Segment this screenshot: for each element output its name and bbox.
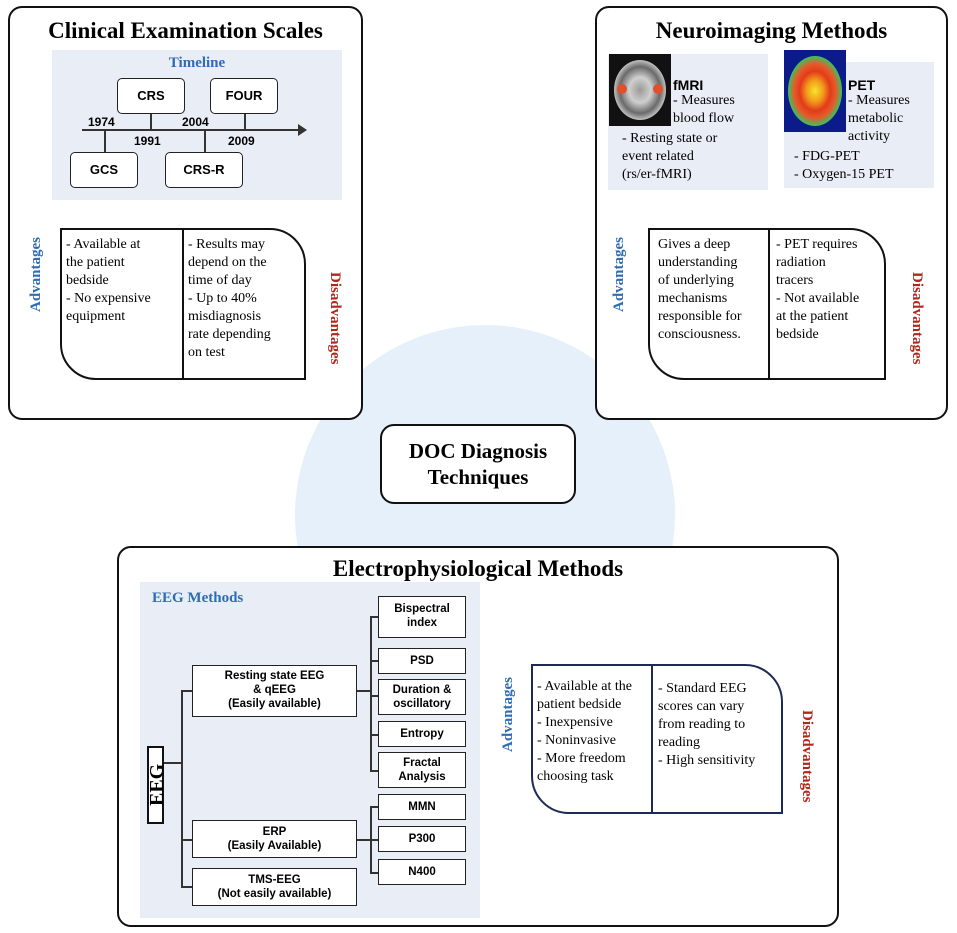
eeg-methods-title: EEG Methods	[152, 590, 244, 606]
connector	[163, 762, 181, 764]
year-label: 2004	[182, 115, 209, 129]
connector	[181, 690, 183, 886]
pet-subtypes: - FDG-PET- Oxygen-15 PET	[794, 149, 894, 182]
branch-erp: ERP(Easily Available)	[192, 820, 357, 858]
center-title-box: DOC Diagnosis Techniques	[380, 424, 576, 504]
connector	[181, 886, 193, 888]
eeg-root: EEG	[146, 746, 168, 824]
timeline-arrowhead	[298, 124, 307, 136]
divider	[768, 228, 770, 380]
panel-title: Electrophysiological Methods	[332, 556, 624, 581]
timeline-axis	[82, 129, 300, 131]
year-label: 2009	[228, 134, 255, 148]
timeline-event-four: FOUR	[210, 78, 278, 114]
branch-resting-state: Resting state EEG& qEEG(Easily available…	[192, 665, 357, 717]
method-entropy: Entropy	[378, 721, 466, 747]
connector	[370, 770, 380, 772]
method-n400: N400	[378, 859, 466, 885]
connector	[370, 839, 380, 841]
pros-cons-box	[648, 228, 886, 380]
method-duration-oscillatory: Duration &oscillatory	[378, 679, 466, 715]
center-title-line1: DOC Diagnosis	[408, 439, 548, 463]
timeline-title: Timeline	[168, 55, 226, 71]
connector	[370, 660, 380, 662]
divider	[182, 228, 184, 380]
center-title-line2: Techniques	[427, 465, 529, 489]
advantages-label: Advantages	[28, 236, 44, 312]
connector	[204, 130, 206, 152]
connector	[356, 690, 370, 692]
advantages-label: Advantages	[611, 236, 627, 312]
connector	[370, 695, 380, 697]
pet-title: PET	[848, 77, 876, 93]
method-mmn: MMN	[378, 794, 466, 820]
year-label: 1991	[134, 134, 161, 148]
connector	[370, 616, 380, 618]
timeline-event-crs: CRS	[117, 78, 185, 114]
connector	[370, 806, 380, 808]
method-p300: P300	[378, 826, 466, 852]
method-psd: PSD	[378, 648, 466, 674]
connector	[370, 616, 372, 770]
divider	[651, 664, 653, 814]
connector	[356, 839, 370, 841]
connector	[181, 839, 193, 841]
disadvantages-label: Disadvantages	[327, 272, 343, 365]
year-label: 1974	[88, 115, 115, 129]
panel-title: Clinical Examination Scales	[48, 18, 323, 43]
connector	[370, 872, 380, 874]
connector	[150, 113, 152, 130]
advantages-label: Advantages	[500, 676, 516, 752]
disadvantages-label: Disadvantages	[799, 710, 815, 803]
fmri-brain-image	[609, 54, 671, 126]
connector	[370, 734, 380, 736]
connector	[104, 130, 106, 152]
connector	[244, 113, 246, 130]
timeline-event-gcs: GCS	[70, 152, 138, 188]
branch-tms-eeg: TMS-EEG(Not easily available)	[192, 868, 357, 906]
connector	[181, 690, 193, 692]
fmri-title: fMRI	[673, 77, 704, 93]
pet-brain-image	[784, 50, 846, 132]
disadvantages-label: Disadvantages	[909, 272, 925, 365]
pros-cons-box	[531, 664, 783, 814]
timeline-event-crs-r: CRS-R	[165, 152, 243, 188]
panel-title: Neuroimaging Methods	[655, 18, 888, 43]
